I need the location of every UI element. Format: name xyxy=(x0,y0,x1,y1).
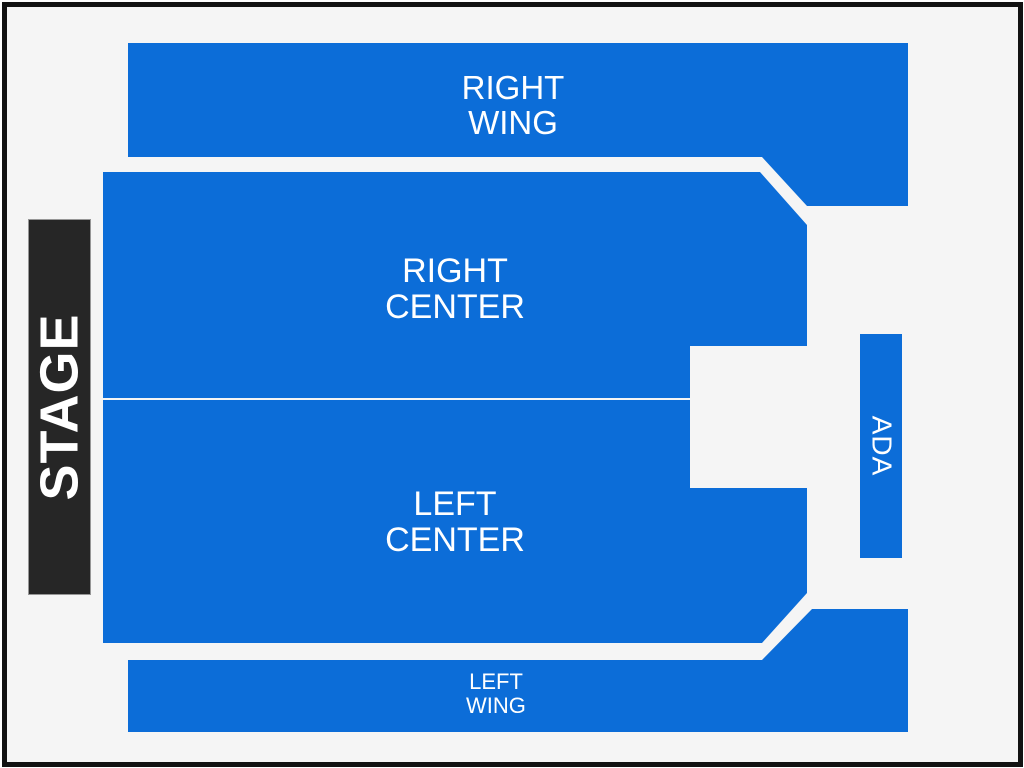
section-right-wing-label: RIGHT WING xyxy=(461,69,565,141)
stage-label: STAGE xyxy=(29,313,90,501)
section-left-center-label: LEFT CENTER xyxy=(385,484,525,559)
section-left-center[interactable]: LEFT CENTER xyxy=(103,400,807,643)
center-divider-line xyxy=(103,398,690,400)
stage-block: STAGE xyxy=(28,219,91,595)
section-left-wing-label: LEFT WING xyxy=(466,669,526,718)
section-right-center-label: RIGHT CENTER xyxy=(385,252,525,326)
section-right-center[interactable]: RIGHT CENTER xyxy=(103,172,807,398)
section-ada[interactable]: ADA xyxy=(860,334,902,558)
section-ada-label: ADA xyxy=(866,415,898,477)
